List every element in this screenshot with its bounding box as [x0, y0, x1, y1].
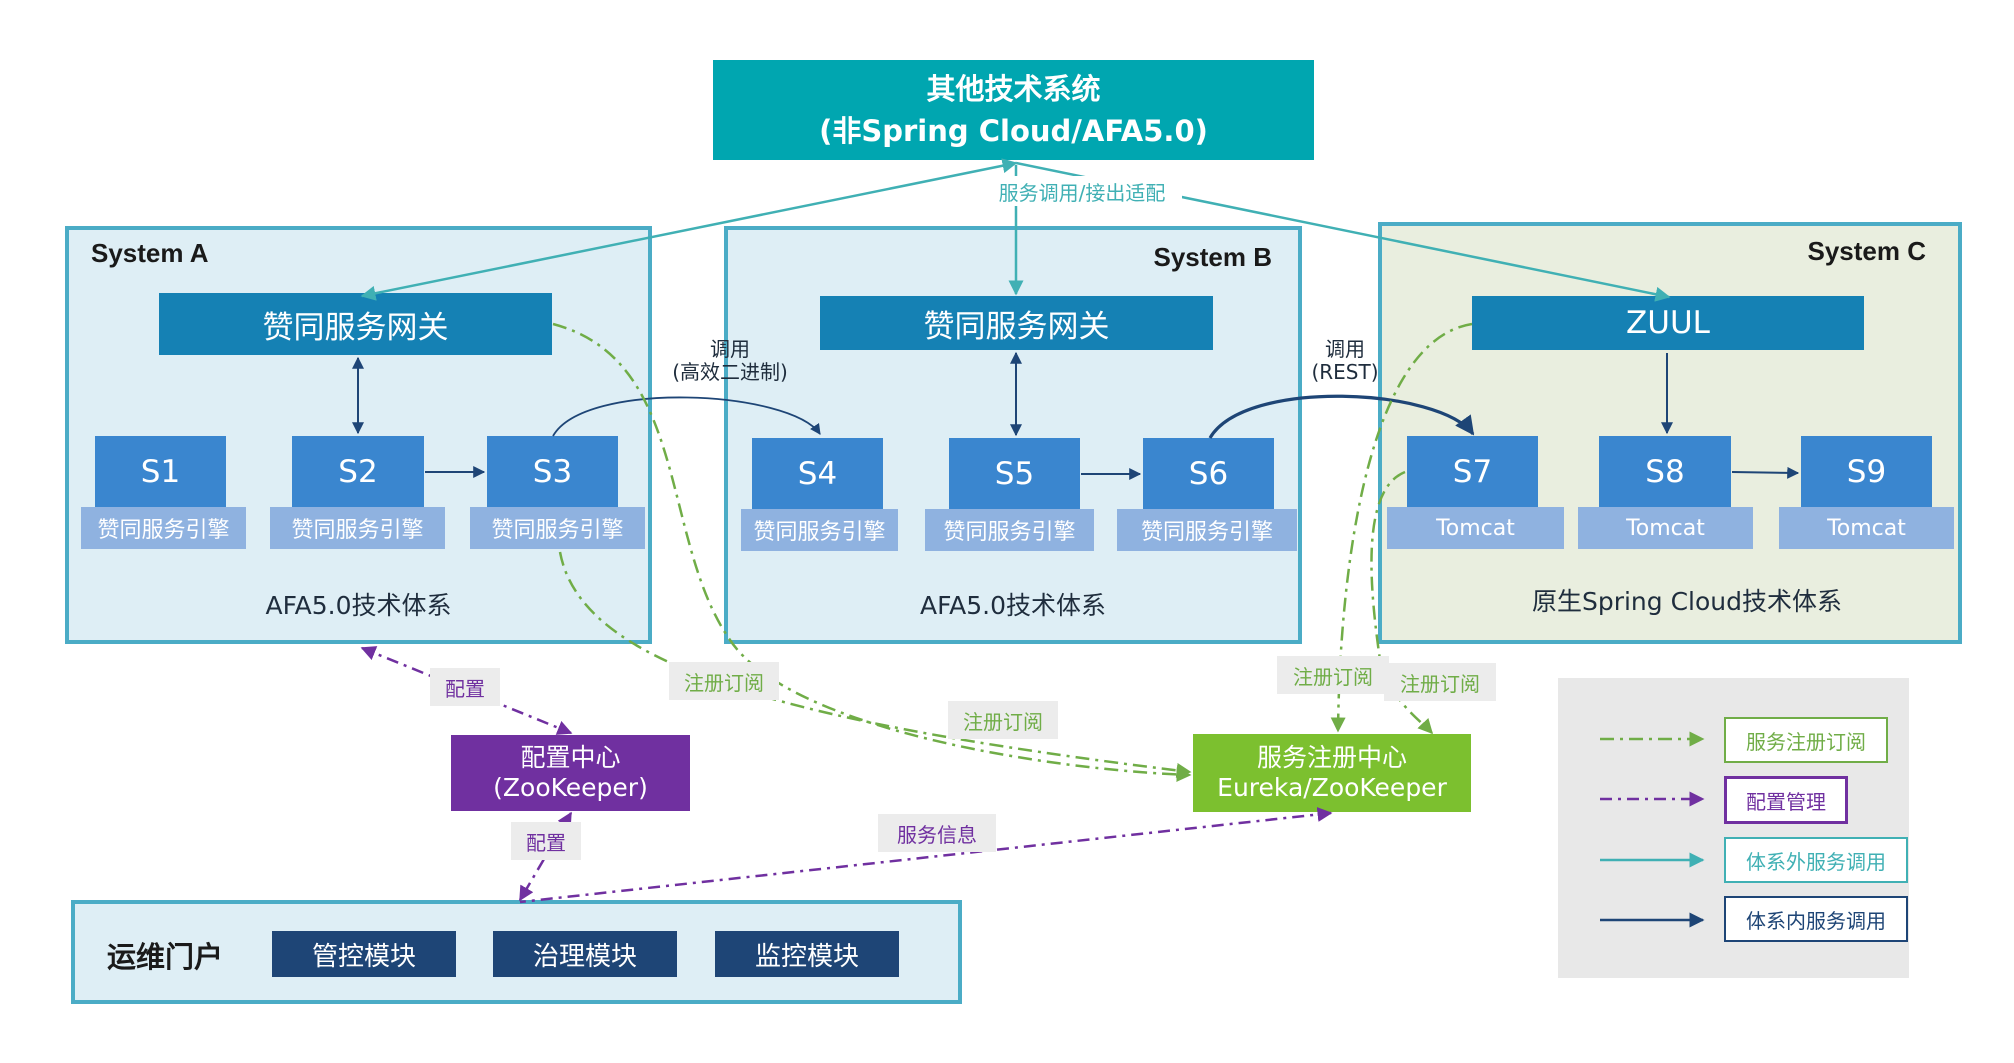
engine-s7: Tomcat	[1387, 507, 1564, 549]
engine-s2: 赞同服务引擎	[270, 507, 445, 549]
call-s8-s9	[1731, 466, 1800, 479]
external-call-a	[360, 158, 1018, 301]
register-gw-a	[552, 322, 1192, 783]
service-s3[interactable]: S3	[487, 436, 618, 507]
register-s3	[558, 551, 1192, 778]
engine-s4: 赞同服务引擎	[741, 509, 898, 551]
system-a-title: System A	[91, 238, 209, 268]
register-label-a: 注册订阅	[669, 662, 779, 700]
service-s7[interactable]: S7	[1407, 436, 1538, 507]
call-s6-s7	[1208, 394, 1475, 439]
ops-module-control[interactable]: 管控模块	[272, 931, 456, 977]
register-label-b: 注册订阅	[948, 701, 1058, 739]
service-info-line	[519, 807, 1333, 904]
other-systems-title: 其他技术系统	[926, 72, 1101, 106]
service-s6[interactable]: S6	[1143, 438, 1274, 509]
call-bc-note-line2: (REST)	[1311, 360, 1379, 384]
registry-center[interactable]: 服务注册中心 Eureka/ZooKeeper	[1193, 734, 1471, 812]
service-s4[interactable]: S4	[752, 438, 883, 509]
engine-s6: 赞同服务引擎	[1117, 509, 1297, 551]
legend-item-external: 体系外服务调用	[1724, 837, 1908, 883]
ops-module-monitoring[interactable]: 监控模块	[715, 931, 899, 977]
service-s5[interactable]: S5	[949, 438, 1080, 509]
system-a-gateway[interactable]: 赞同服务网关	[159, 293, 552, 355]
config-center-subtitle: (ZooKeeper)	[493, 773, 648, 802]
call-ab-note: 调用 (高效二进制)	[660, 338, 800, 384]
system-c-title: System C	[1807, 236, 1927, 266]
legend-lines	[1600, 731, 1705, 928]
config-center[interactable]: 配置中心 (ZooKeeper)	[451, 735, 690, 811]
service-info-label: 服务信息	[878, 814, 996, 852]
service-s9[interactable]: S9	[1801, 436, 1932, 507]
engine-s1: 赞同服务引擎	[81, 507, 246, 549]
call-bc-note: 调用 (REST)	[1302, 338, 1388, 384]
legend-item-register: 服务注册订阅	[1724, 717, 1888, 763]
config-ops	[518, 811, 573, 902]
config-lines	[360, 646, 1333, 904]
service-s8[interactable]: S8	[1599, 436, 1731, 507]
other-systems-subtitle: (非Spring Cloud/AFA5.0)	[819, 114, 1208, 148]
register-label-c-right: 注册订阅	[1384, 663, 1496, 701]
legend-item-internal: 体系内服务调用	[1724, 896, 1908, 942]
registry-center-title: 服务注册中心	[1256, 743, 1407, 772]
register-label-c-left: 注册订阅	[1277, 656, 1389, 694]
engine-s3: 赞同服务引擎	[470, 507, 645, 549]
call-ab-note-line1: 调用	[710, 337, 750, 361]
config-label-top: 配置	[430, 668, 500, 706]
engine-s9: Tomcat	[1779, 507, 1954, 549]
system-b-gateway[interactable]: 赞同服务网关	[820, 296, 1213, 350]
system-b-caption: AFA5.0技术体系	[919, 591, 1107, 620]
system-c-zuul-gateway[interactable]: ZUUL	[1472, 296, 1864, 350]
register-s7	[1370, 470, 1434, 735]
system-b-title: System B	[1153, 242, 1273, 272]
call-ab-note-line2: (高效二进制)	[672, 360, 788, 384]
system-a-caption: AFA5.0技术体系	[265, 591, 452, 620]
config-center-title: 配置中心	[520, 743, 621, 772]
legend-item-config: 配置管理	[1724, 776, 1848, 824]
service-s1[interactable]: S1	[95, 436, 226, 507]
registry-center-subtitle: Eureka/ZooKeeper	[1217, 773, 1447, 802]
service-s2[interactable]: S2	[292, 436, 424, 507]
config-label-bottom: 配置	[511, 822, 581, 860]
call-bc-note-line1: 调用	[1325, 337, 1365, 361]
system-c-caption: 原生Spring Cloud技术体系	[1531, 587, 1843, 616]
other-systems-box: 其他技术系统 (非Spring Cloud/AFA5.0)	[713, 60, 1314, 160]
call-s3-s4	[552, 396, 821, 437]
engine-s5: 赞同服务引擎	[925, 509, 1094, 551]
ops-module-governance[interactable]: 治理模块	[493, 931, 677, 977]
ops-portal-title: 运维门户	[107, 940, 224, 974]
internal-call-lines	[352, 351, 1800, 480]
top-call-label: 服务调用/接出适配	[982, 176, 1182, 206]
engine-s8: Tomcat	[1578, 507, 1753, 549]
